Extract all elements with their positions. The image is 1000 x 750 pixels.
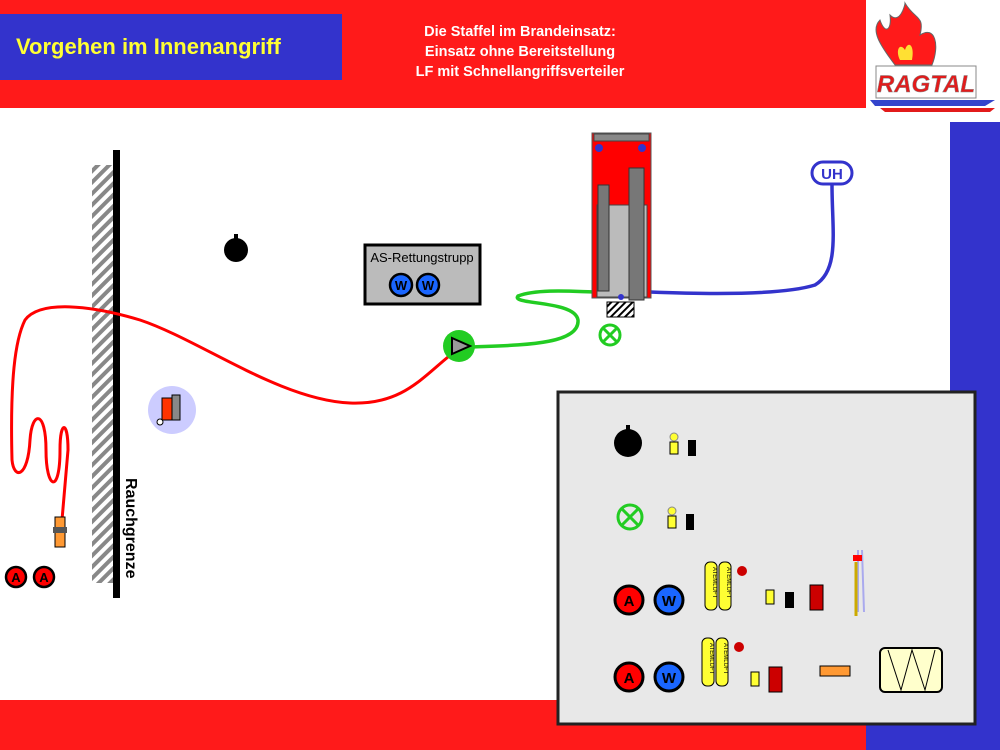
svg-text:A: A [39,570,49,585]
machinist-symbol [598,323,622,347]
subtitle-line: LF mit Schnellangriffsverteiler [415,64,625,80]
svg-text:ATEMLUFT: ATEMLUFT [711,567,717,599]
subtitle-line: Die Staffel im Brandeinsatz: [424,24,616,40]
ragtal-logo: RAGTAL [870,1,995,112]
nozzle-icon [53,516,67,548]
hydrant-uh: UH [810,160,854,186]
svg-text:A: A [11,570,21,585]
attack-team: A A [4,565,56,589]
subtitle: Die Staffel im Brandeinsatz: Einsatz ohn… [360,22,680,82]
page-title: Vorgehen im Innenangriff [0,14,342,80]
distributor[interactable] [443,330,475,362]
svg-text:W: W [422,278,435,293]
legend-box: A W ATEMLUFT ATEMLUFT A W ATEMLUFT ATEML… [556,390,977,726]
supply-hose-blue [649,184,835,296]
svg-text:A: A [624,670,635,687]
rescue-team-box: AS-Rettungstrupp W W [363,243,482,306]
svg-text:A: A [624,593,635,610]
attack-hose-red [10,305,449,521]
svg-text:UH: UH [821,166,843,183]
svg-text:ATEMLUFT: ATEMLUFT [725,567,731,599]
ventilator-icon [148,386,196,434]
smoke-boundary-line [113,150,120,598]
svg-text:RAGTAL: RAGTAL [877,71,975,98]
fire-truck-lf [591,132,652,318]
svg-text:W: W [662,670,677,687]
feed-hose-green [471,289,598,349]
svg-text:W: W [395,278,408,293]
subtitle-line: Einsatz ohne Bereitstellung [424,44,616,60]
smoke-boundary-hatch [92,165,114,583]
svg-text:AS-Rettungstrupp: AS-Rettungstrupp [370,250,473,265]
svg-text:W: W [662,593,677,610]
smoke-boundary-label: Rauchgrenze [122,478,139,579]
group-leader-symbol [224,234,248,262]
svg-text:ATEMLUFT: ATEMLUFT [722,643,728,675]
svg-text:ATEMLUFT: ATEMLUFT [708,643,714,675]
